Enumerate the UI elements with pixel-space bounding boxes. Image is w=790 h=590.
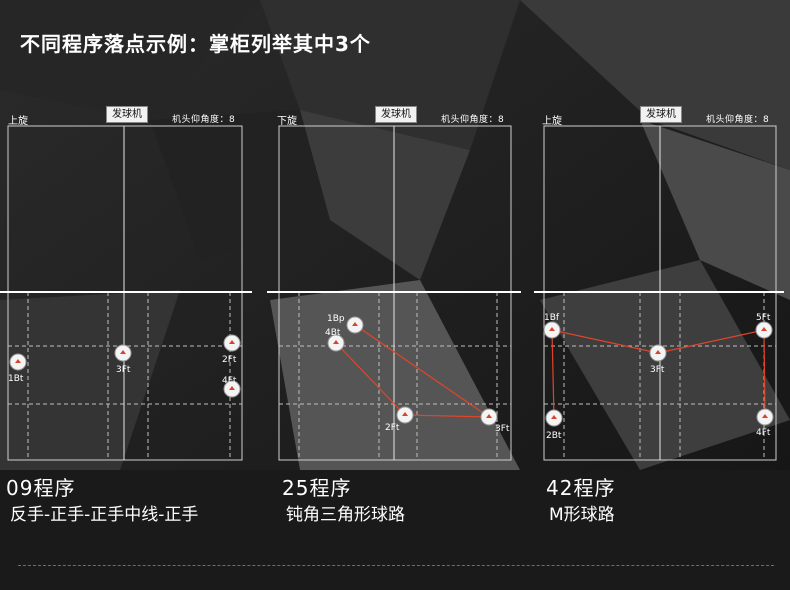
angle-label-text: 机头仰角度： (172, 115, 230, 125)
spin-label: 下旋 (277, 116, 297, 127)
machine-label: 发球机 (106, 106, 148, 123)
program-description: 钝角三角形球路 (286, 505, 405, 525)
angle-value: 8 (229, 115, 236, 125)
ball-logo-icon (761, 327, 767, 331)
program-description: M形球路 (549, 505, 615, 525)
ball-label: 2Bt (546, 431, 562, 441)
program-panel-1: 上旋 发球机 机头仰角度：8 1Bt 3Ft 2Ft 4Ft (0, 104, 256, 464)
angle-label: 机头仰角度：8 (172, 112, 235, 125)
ball-logo-icon (229, 340, 235, 344)
program-number: 42程序 (546, 476, 616, 500)
ball-label: 5Ft (756, 313, 771, 323)
ball-logo-icon (333, 340, 339, 344)
ball-label: 1Bf (544, 313, 560, 323)
program-panel-2: 下旋 发球机 机头仰角度：8 1Bp 4Bt 2Ft 3Ft (267, 104, 525, 464)
program-number: 09程序 (6, 476, 76, 500)
ball-label: 2Ft (385, 423, 400, 433)
ball-label: 2Ft (222, 355, 237, 365)
ball-label: 4Bt (325, 328, 341, 338)
angle-label-text: 机头仰角度： (441, 115, 499, 125)
ball-path (335, 324, 492, 418)
ball-label: 3Ft (495, 424, 510, 434)
ball-logo-icon (486, 414, 492, 418)
court-diagram: 1Bp 4Bt 2Ft 3Ft (267, 125, 521, 461)
spin-label: 上旋 (8, 116, 28, 127)
machine-label: 发球机 (375, 106, 417, 123)
ball-label: 3Ft (116, 365, 131, 375)
angle-label-text: 机头仰角度： (706, 115, 764, 125)
ball-logo-icon (120, 350, 126, 354)
ball-label: 3Ft (650, 365, 665, 375)
ball-label: 1Bp (327, 314, 345, 324)
ball-logo-icon (229, 386, 235, 390)
page-title: 不同程序落点示例：掌柜列举其中3个 (20, 32, 371, 56)
angle-label: 机头仰角度：8 (706, 112, 769, 125)
angle-value: 8 (498, 115, 505, 125)
ball-label: 1Bt (8, 374, 24, 384)
ball-logo-icon (762, 414, 768, 418)
ball-label: 4Ft (756, 428, 771, 438)
program-description: 反手-正手-正手中线-正手 (10, 505, 199, 525)
ball-logo-icon (549, 327, 555, 331)
ball-logo-icon (15, 359, 21, 363)
spin-label: 上旋 (542, 116, 562, 127)
machine-label: 发球机 (640, 106, 682, 123)
ball-logo-icon (655, 350, 661, 354)
ball-logo-icon (402, 412, 408, 416)
program-number: 25程序 (282, 476, 352, 500)
angle-value: 8 (763, 115, 770, 125)
program-panel-3: 上旋 发球机 机头仰角度：8 1Bf 2Bt 3Ft 5Ft 4Ft (534, 104, 790, 464)
court-diagram: 1Bt 3Ft 2Ft 4Ft (0, 125, 252, 461)
court-diagram: 1Bf 2Bt 3Ft 5Ft 4Ft (534, 125, 784, 461)
ball-logo-icon (551, 415, 557, 419)
angle-label: 机头仰角度：8 (441, 112, 504, 125)
ball-logo-icon (352, 322, 358, 326)
divider (18, 565, 774, 566)
ball-label: 4Ft (222, 376, 237, 386)
